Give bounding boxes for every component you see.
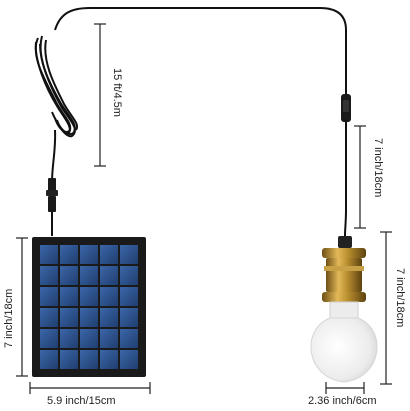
main-cable: [54, 7, 347, 237]
solar-cell: [100, 308, 118, 327]
solar-cell: [40, 350, 58, 369]
solar-cell: [60, 287, 78, 306]
label-switch-wire: 7 inch/18cm: [372, 138, 384, 197]
solar-cell: [80, 266, 98, 285]
solar-panel: [32, 237, 146, 377]
solar-cell: [120, 350, 138, 369]
solar-cell: [40, 329, 58, 348]
solar-cell: [80, 308, 98, 327]
solar-cell: [120, 308, 138, 327]
inline-switch: [341, 94, 351, 122]
label-panel-height: 7 inch/18cm: [3, 289, 15, 348]
solar-cell: [100, 350, 118, 369]
solar-cell: [40, 308, 58, 327]
coiled-cable: [34, 35, 78, 183]
solar-cell: [60, 329, 78, 348]
solar-cell: [100, 329, 118, 348]
panel-connector: [46, 178, 58, 236]
label-bulb-height: 7 inch/18cm: [394, 268, 406, 327]
solar-cell: [60, 308, 78, 327]
solar-cell: [60, 350, 78, 369]
dimension-panel-height: [16, 237, 28, 377]
solar-cell: [80, 329, 98, 348]
solar-cell: [40, 287, 58, 306]
dimension-switch-wire: [354, 125, 366, 229]
solar-cell: [80, 245, 98, 264]
solar-cell: [40, 266, 58, 285]
dimension-panel-width: [29, 382, 151, 394]
solar-cell: [120, 329, 138, 348]
solar-cell: [120, 245, 138, 264]
solar-cell: [60, 266, 78, 285]
solar-cell: [120, 266, 138, 285]
label-cable-length: 15 ft/4.5m: [111, 68, 123, 117]
dimension-bulb-height: [380, 231, 392, 385]
solar-cell: [40, 245, 58, 264]
solar-cell: [100, 287, 118, 306]
solar-cell: [120, 287, 138, 306]
solar-cell: [100, 245, 118, 264]
lamp-bulb-socket: [310, 236, 378, 383]
dimension-cable: [94, 23, 106, 167]
label-bulb-width: 2.36 inch/6cm: [308, 395, 376, 407]
dimension-bulb-width: [325, 382, 365, 394]
solar-cell: [100, 266, 118, 285]
solar-cell: [60, 245, 78, 264]
label-panel-width: 5.9 inch/15cm: [47, 395, 115, 407]
solar-cell: [80, 287, 98, 306]
solar-cell: [80, 350, 98, 369]
